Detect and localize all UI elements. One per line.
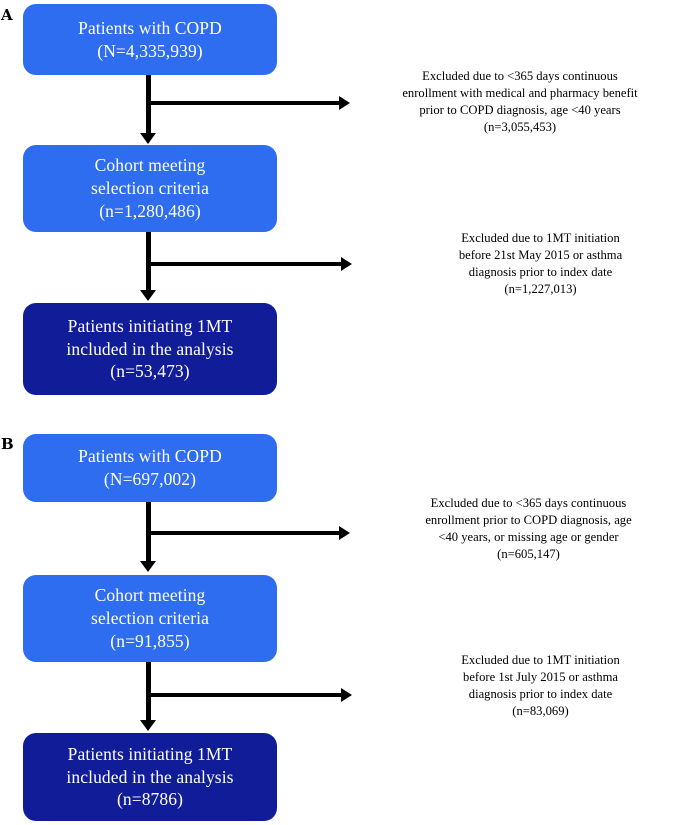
node-cohort-meeting-criteria-a: Cohort meeting selection criteria (n=1,2… <box>23 145 277 232</box>
node-line: included in the analysis <box>66 766 234 787</box>
node-line: selection criteria <box>91 608 209 629</box>
arrowhead-down-b2 <box>140 720 156 731</box>
note-line: enrollment prior to COPD diagnosis, age <box>425 512 632 527</box>
arrowhead-right-a1 <box>339 95 350 110</box>
node-line: Patients initiating 1MT <box>67 315 233 336</box>
arrowhead-right-a2 <box>341 256 352 271</box>
exclusion-note-b2: Excluded due to 1MT initiation before 1s… <box>396 652 685 720</box>
note-line: before 21st May 2015 or asthma <box>458 247 623 262</box>
note-line: Excluded due to <365 days continuous <box>430 496 627 510</box>
note-line: Excluded due to 1MT initiation <box>461 653 620 667</box>
note-line: Excluded due to <365 days continuous <box>422 69 618 83</box>
arrowhead-down-b1 <box>140 561 156 572</box>
connector-horizontal-a2 <box>148 262 342 266</box>
node-line: included in the analysis <box>66 338 234 359</box>
node-patients-initiating-1mt-b: Patients initiating 1MT included in the … <box>23 733 277 821</box>
note-line: diagnosis prior to index date <box>468 264 613 279</box>
note-line: (n=605,147) <box>497 546 560 561</box>
node-line: Cohort meeting <box>94 155 206 176</box>
node-line: (n=91,855) <box>110 630 190 651</box>
arrowhead-right-b1 <box>339 525 350 540</box>
note-line: prior to COPD diagnosis, age <40 years <box>419 102 621 117</box>
node-patients-with-copd-b: Patients with COPD (N=697,002) <box>23 434 277 502</box>
connector-horizontal-b2 <box>148 693 342 697</box>
note-line: Excluded due to 1MT initiation <box>461 231 620 245</box>
note-line: <40 years, or missing age or gender <box>438 529 619 544</box>
exclusion-note-a1: Excluded due to <365 days continuous enr… <box>355 68 685 136</box>
node-line: (n=1,280,486) <box>99 200 201 221</box>
note-line: before 1st July 2015 or asthma <box>463 669 618 684</box>
connector-horizontal-a1 <box>148 101 340 105</box>
exclusion-note-a2: Excluded due to 1MT initiation before 21… <box>396 230 685 298</box>
panel-label-b: B <box>1 435 14 453</box>
exclusion-note-b1: Excluded due to <365 days continuous enr… <box>372 495 685 563</box>
node-cohort-meeting-criteria-b: Cohort meeting selection criteria (n=91,… <box>23 575 277 662</box>
node-patients-initiating-1mt-a: Patients initiating 1MT included in the … <box>23 303 277 395</box>
note-line: (n=1,227,013) <box>504 281 577 296</box>
arrowhead-down-a2 <box>140 290 156 301</box>
node-line: Patients with COPD <box>78 17 222 38</box>
node-line: selection criteria <box>91 178 209 199</box>
connector-vertical-a1 <box>146 75 151 137</box>
note-line: (n=3,055,453) <box>483 119 557 134</box>
node-line: (n=53,473) <box>110 361 190 382</box>
note-line: (n=83,069) <box>512 703 569 718</box>
note-line: diagnosis prior to index date <box>468 686 613 701</box>
arrowhead-down-a1 <box>140 133 156 144</box>
note-line: enrollment with medical and pharmacy ben… <box>402 85 638 100</box>
arrowhead-right-b2 <box>341 687 352 702</box>
node-line: (N=697,002) <box>103 469 197 489</box>
node-line: Patients initiating 1MT <box>67 743 233 764</box>
connector-horizontal-b1 <box>148 531 340 535</box>
node-line: Patients with COPD <box>78 446 222 467</box>
node-line: (N=4,335,939) <box>97 40 203 61</box>
panel-label-a: A <box>1 6 13 24</box>
node-line: (n=8786) <box>116 789 184 810</box>
node-patients-with-copd-a: Patients with COPD (N=4,335,939) <box>23 4 277 75</box>
node-line: Cohort meeting <box>94 585 206 606</box>
